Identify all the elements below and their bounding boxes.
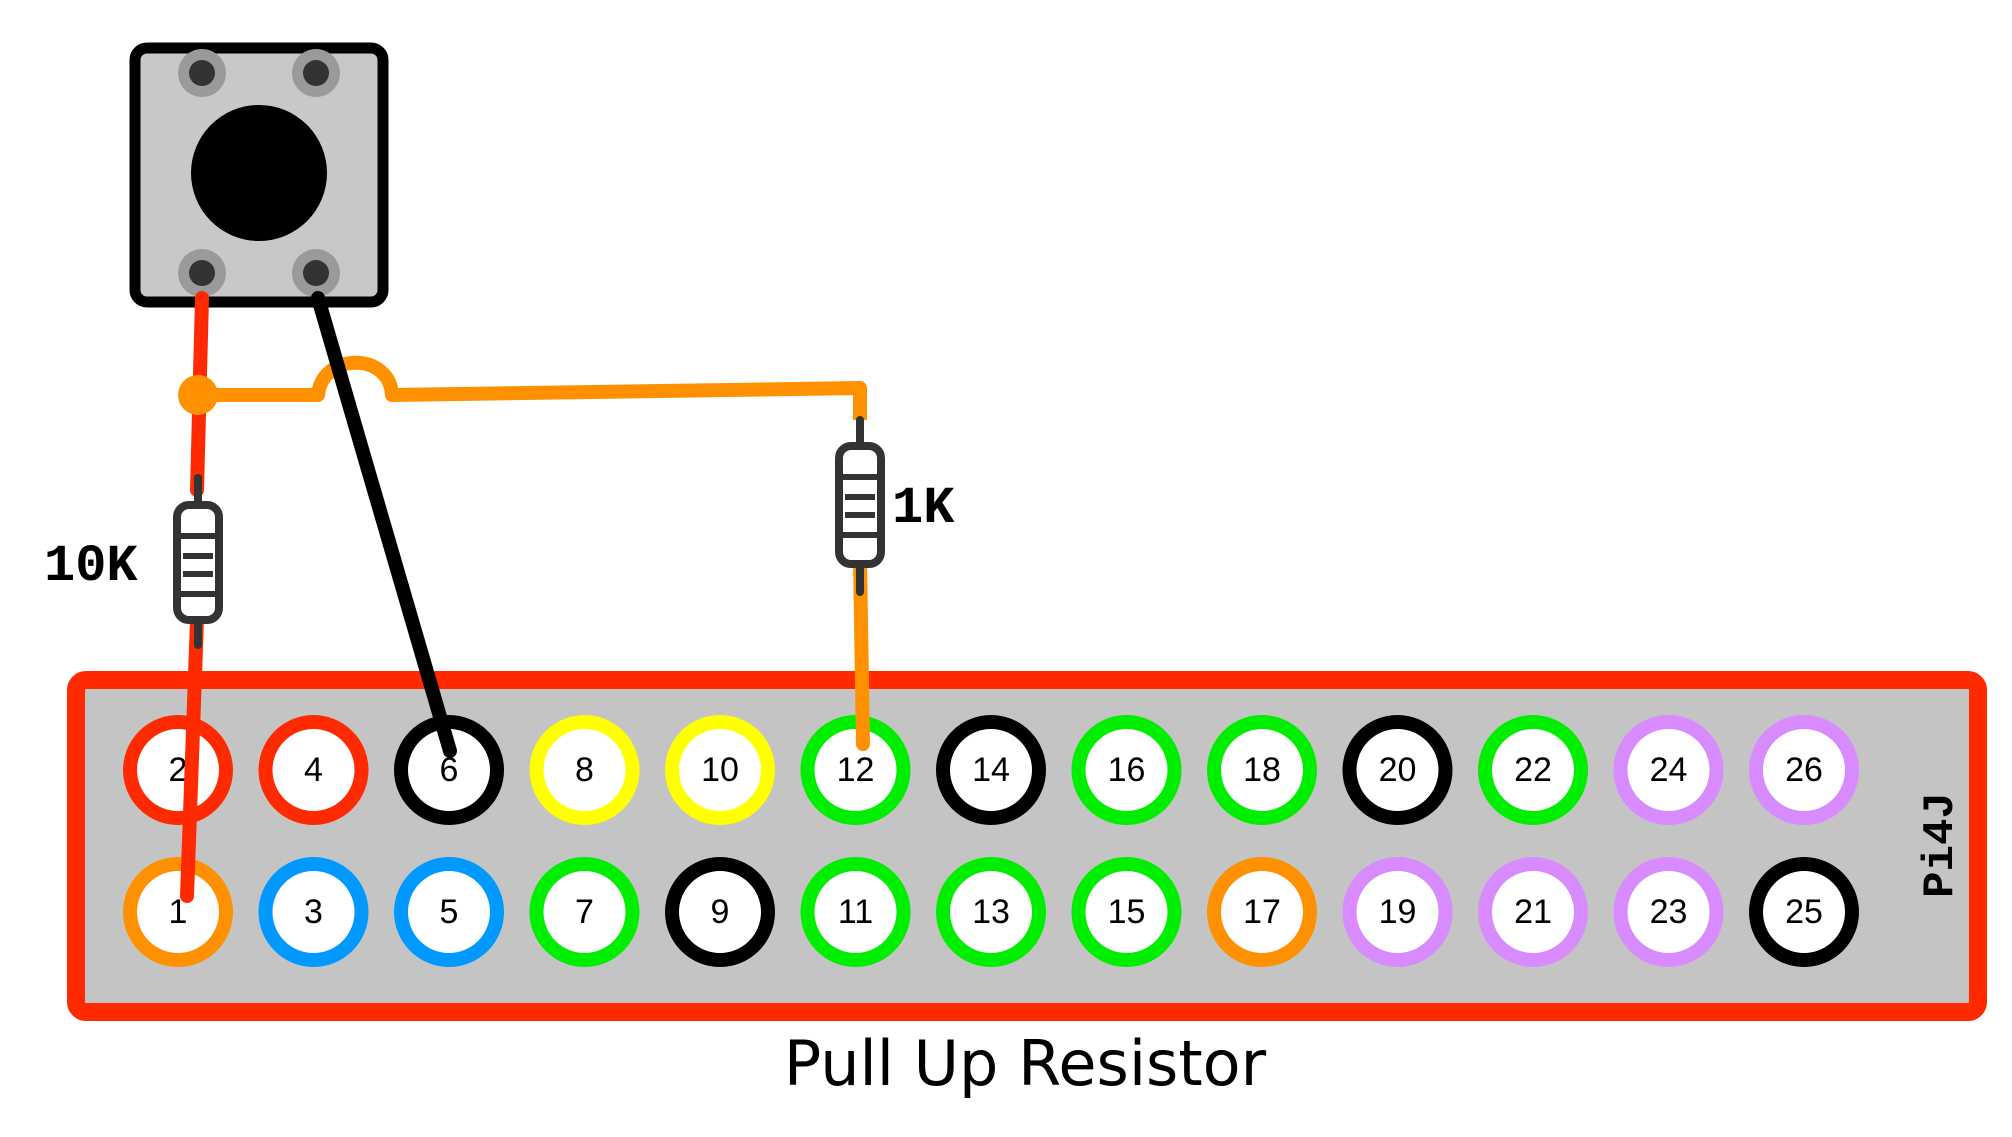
gpio-pin-label-6: 6 (440, 751, 459, 789)
gpio-pin-label-11: 11 (838, 893, 873, 931)
gpio-pin-label-24: 24 (1650, 751, 1688, 789)
resistor-1k (835, 416, 885, 596)
gpio-pin-2 (123, 715, 233, 825)
gpio-pin-label-2: 2 (169, 751, 188, 789)
resistor-1k-body (835, 442, 885, 568)
gpio-pin-label-3: 3 (304, 893, 323, 931)
gpio-pin-label-10: 10 (701, 751, 739, 789)
gpio-pin-6 (394, 715, 504, 825)
gpio-pin-label-22: 22 (1514, 751, 1552, 789)
gpio-pin-label-8: 8 (575, 751, 594, 789)
resistor-10k (173, 474, 223, 649)
gpio-pin-label-5: 5 (440, 893, 459, 931)
gpio-pin-12 (800, 715, 911, 825)
gpio-pin-label-9: 9 (711, 893, 730, 931)
push-button-pin-top-right (303, 60, 329, 86)
gpio-pin-18 (1207, 715, 1317, 825)
gpio-pin-label-7: 7 (575, 893, 594, 931)
gpio-pin-23 (1613, 857, 1724, 967)
black-ground-wire (311, 291, 457, 758)
gpio-pin-20 (1342, 715, 1453, 825)
gpio-pin-1 (123, 857, 233, 967)
gpio-pin-25 (1749, 857, 1859, 967)
gpio-pin-label-12: 12 (837, 751, 875, 789)
gpio-pin-label-14: 14 (972, 751, 1010, 789)
resistor-10k-label: 10K (44, 537, 138, 596)
gpio-pin-label-15: 15 (1108, 893, 1146, 931)
push-button-pin-bottom-right (303, 260, 329, 286)
gpio-pin-17 (1207, 857, 1317, 967)
gpio-pin-label-18: 18 (1243, 751, 1281, 789)
gpio-pin-19 (1342, 857, 1453, 967)
gpio-pin-14 (936, 715, 1046, 825)
gpio-pin-label-1: 1 (169, 893, 188, 931)
gpio-pin-15 (1071, 857, 1182, 967)
resistor-1k-label: 1K (892, 479, 955, 538)
gpio-pin-24 (1613, 715, 1724, 825)
red-power-wire-lower (180, 613, 204, 903)
gpio-pin-label-25: 25 (1785, 893, 1823, 931)
gpio-pin-label-17: 17 (1243, 893, 1281, 931)
push-button-pin-bottom-left (189, 260, 215, 286)
wire-junction-dot (178, 375, 218, 415)
gpio-pin-3 (258, 857, 369, 967)
gpio-pin-5 (394, 857, 504, 967)
gpio-pin-7 (529, 857, 640, 967)
push-button-cap (191, 105, 327, 241)
gpio-pin-label-16: 16 (1108, 751, 1146, 789)
gpio-pin-22 (1478, 715, 1588, 825)
diagram-caption: Pull Up Resistor (784, 1027, 1267, 1100)
header-brand-label: Pi4J (1916, 792, 1966, 898)
gpio-pin-label-21: 21 (1514, 893, 1552, 931)
gpio-pin-4 (258, 715, 369, 825)
orange-signal-wire (200, 355, 867, 420)
gpio-pin-13 (936, 857, 1046, 967)
resistor-10k-body (173, 501, 223, 624)
gpio-pin-10 (665, 715, 775, 825)
gpio-pin-label-23: 23 (1650, 893, 1688, 931)
gpio-pin-label-13: 13 (972, 893, 1010, 931)
gpio-pin-16 (1071, 715, 1182, 825)
gpio-pin-label-26: 26 (1785, 751, 1823, 789)
gpio-pin-9 (665, 857, 775, 967)
push-button-pin-top-left (189, 60, 215, 86)
push-button (129, 42, 389, 308)
gpio-pin-label-4: 4 (304, 751, 323, 789)
gpio-pin-11 (800, 857, 911, 967)
gpio-pin-8 (529, 715, 640, 825)
gpio-pin-26 (1749, 715, 1859, 825)
gpio-pin-label-20: 20 (1379, 751, 1417, 789)
gpio-pin-21 (1478, 857, 1588, 967)
gpio-pin-label-19: 19 (1379, 893, 1417, 931)
